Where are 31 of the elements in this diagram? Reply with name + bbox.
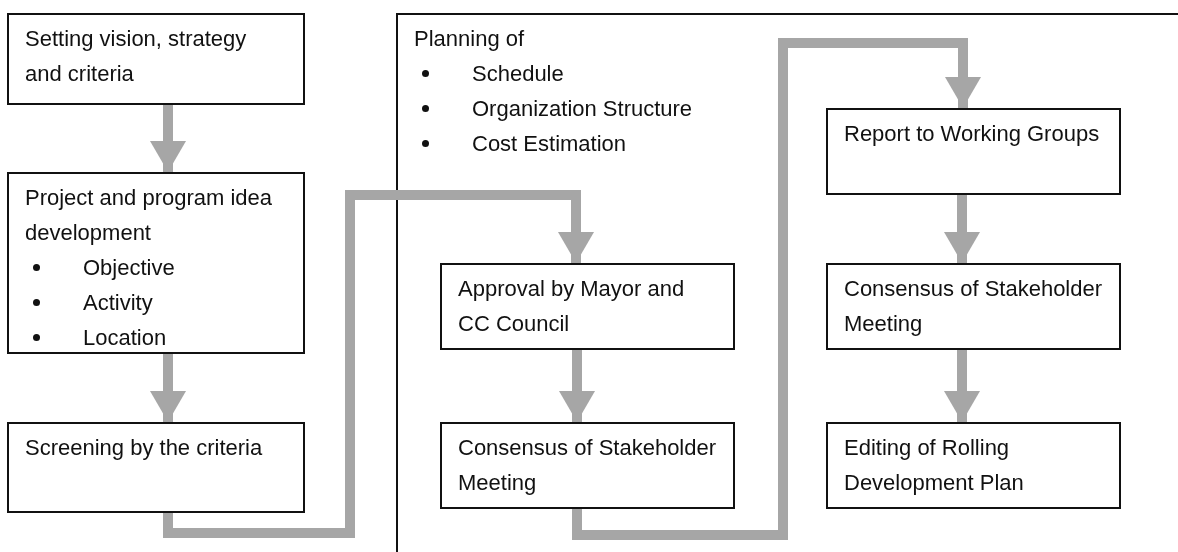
flow-arrow: [150, 105, 186, 172]
process-box: [7, 13, 305, 105]
process-box: [826, 108, 1121, 195]
process-box: [440, 263, 735, 350]
bullet-item-text: Location: [83, 324, 167, 352]
bullet-item-text: Organization Structure: [472, 95, 693, 123]
process-box: [7, 422, 305, 513]
bullet-item-text: Cost Estimation: [472, 130, 627, 158]
flow-arrow: [944, 195, 980, 263]
bullet-item-text: Schedule: [472, 60, 564, 88]
box-text: Consensus of Stakeholder Meeting: [844, 275, 1103, 338]
box-text: Screening by the criteria: [25, 434, 264, 462]
box-text: Approval by Mayor and CC Council: [458, 275, 686, 338]
box-text: Planning of: [414, 25, 526, 53]
bullet-item-text: Activity: [83, 289, 153, 317]
bullet-item-text: Objective: [83, 254, 175, 282]
process-box: [826, 263, 1121, 350]
box-text: Editing of Rolling Development Plan: [844, 434, 1025, 497]
box-text: Report to Working Groups: [844, 120, 1101, 148]
process-box: [7, 172, 305, 354]
flow-arrow: [572, 38, 981, 540]
process-box: [826, 422, 1121, 509]
group-box: [396, 13, 1178, 552]
box-text: Project and program idea development: [25, 184, 274, 247]
flow-arrow: [163, 190, 594, 538]
process-box: [440, 422, 735, 509]
box-text: Setting vision, strategy and criteria: [25, 25, 248, 88]
box-text: Consensus of Stakeholder Meeting: [458, 434, 717, 497]
flow-arrow: [559, 350, 595, 422]
flow-arrow: [150, 354, 186, 422]
flow-arrow: [944, 350, 980, 422]
